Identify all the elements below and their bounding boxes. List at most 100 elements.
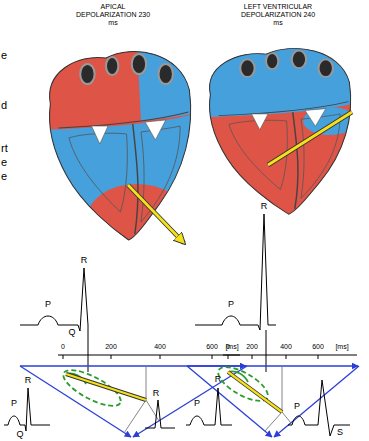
text-fragment: e bbox=[1, 171, 7, 182]
ecg-trace bbox=[145, 400, 175, 428]
time-axis bbox=[252, 355, 253, 359]
heart-illustration bbox=[80, 64, 94, 84]
wave-label: Q bbox=[16, 430, 23, 439]
heart-illustration bbox=[240, 59, 254, 77]
panel-heading: APICAL DEPOLARIZATION 230 ms bbox=[71, 3, 155, 27]
heart-illustration bbox=[301, 114, 340, 198]
axis-label: 200 bbox=[105, 343, 117, 350]
time-axis bbox=[160, 355, 161, 359]
time-axis bbox=[318, 355, 319, 359]
projection-lines bbox=[146, 366, 147, 400]
time-axis bbox=[88, 325, 89, 372]
heart-vector-arrow bbox=[268, 112, 352, 165]
heart-illustration bbox=[145, 120, 166, 140]
time-axis bbox=[63, 355, 64, 359]
heart-vector bbox=[228, 372, 282, 412]
axis-label: 0 bbox=[226, 343, 230, 350]
axis-label: 0 bbox=[61, 343, 65, 350]
time-axis bbox=[58, 355, 240, 356]
wave-label: S bbox=[337, 428, 343, 437]
heart-illustration bbox=[159, 64, 173, 84]
heart-illustration bbox=[229, 120, 287, 189]
time-axis bbox=[212, 355, 213, 359]
heart-vector-arrow bbox=[268, 112, 352, 165]
axis-label: 400 bbox=[280, 343, 292, 350]
text-fragment: d bbox=[1, 100, 7, 111]
ecg-trace bbox=[20, 268, 88, 331]
time-axis bbox=[228, 355, 229, 359]
heart-illustration bbox=[198, 40, 363, 117]
heart-illustration bbox=[38, 42, 203, 130]
einthoven-triangle bbox=[187, 366, 359, 437]
heart-vector-arrow bbox=[268, 112, 352, 165]
projection-lines bbox=[265, 412, 282, 431]
heart-illustration bbox=[38, 42, 203, 252]
panel-heading: LEFT VENTRICULAR DEPOLARIZATION 240 ms bbox=[236, 3, 320, 27]
text-fragment: e bbox=[1, 157, 7, 168]
heart-vector-arrow bbox=[128, 185, 184, 243]
axis-label: [ms] bbox=[335, 343, 348, 350]
heart-illustration bbox=[292, 51, 306, 69]
ecg-trace bbox=[186, 388, 232, 425]
time-axis bbox=[223, 355, 357, 356]
ecg-trace bbox=[195, 214, 276, 330]
heart-vector bbox=[228, 372, 282, 412]
heart-illustration bbox=[49, 52, 190, 240]
heart-illustration bbox=[133, 124, 138, 234]
einthoven-triangle bbox=[274, 366, 359, 437]
heart-illustration bbox=[198, 40, 363, 214]
wave-label: R bbox=[261, 202, 268, 211]
heart-illustration bbox=[137, 42, 203, 121]
axis-label: 600 bbox=[312, 343, 324, 350]
wave-label: R bbox=[153, 389, 160, 398]
time-axis bbox=[111, 355, 112, 359]
wave-label: P bbox=[45, 300, 51, 309]
heart-illustration bbox=[69, 133, 127, 212]
heart-illustration bbox=[266, 53, 278, 69]
projection-lines bbox=[124, 400, 146, 433]
heart-illustration bbox=[252, 114, 268, 130]
heart-illustration bbox=[319, 59, 333, 77]
heart-illustration bbox=[132, 54, 146, 74]
time-axis bbox=[58, 325, 240, 372]
wave-label: R bbox=[215, 375, 222, 384]
heart-vector-arrow bbox=[128, 185, 184, 243]
ecg-trace bbox=[4, 388, 50, 431]
heart-illustration bbox=[219, 102, 349, 116]
axis-label: 600 bbox=[206, 343, 218, 350]
heart-illustration bbox=[92, 126, 108, 144]
ecg-trace bbox=[288, 380, 350, 436]
wave-label: R bbox=[25, 376, 32, 385]
wave-label: P bbox=[294, 402, 300, 411]
wave-label: Q bbox=[68, 328, 75, 337]
wave-label: P bbox=[228, 300, 234, 309]
text-fragment: rt bbox=[1, 143, 8, 154]
wave-label: P bbox=[194, 399, 200, 408]
heart-illustration bbox=[293, 112, 298, 209]
wave-label: P bbox=[11, 399, 17, 408]
heart-illustration bbox=[38, 42, 203, 252]
wave-label: R bbox=[81, 256, 88, 265]
axis-label: 200 bbox=[246, 343, 258, 350]
axis-label: 400 bbox=[154, 343, 166, 350]
heart-illustration bbox=[305, 109, 326, 127]
projection-lines bbox=[282, 412, 291, 423]
einthoven-triangle bbox=[20, 366, 247, 437]
heart-vector bbox=[66, 374, 146, 400]
time-axis bbox=[286, 355, 287, 359]
projection-lines bbox=[265, 366, 291, 431]
heart-vector bbox=[228, 372, 282, 412]
einthoven-triangle bbox=[187, 365, 358, 366]
projection-lines bbox=[282, 366, 283, 412]
heart-vector bbox=[66, 374, 146, 400]
heart-illustration bbox=[209, 48, 350, 214]
heart-vector-arrow bbox=[128, 185, 184, 243]
text-fragment: e bbox=[1, 50, 7, 61]
heart-illustration bbox=[59, 112, 189, 128]
heart-vector bbox=[66, 374, 146, 400]
heart-illustration bbox=[106, 57, 118, 75]
